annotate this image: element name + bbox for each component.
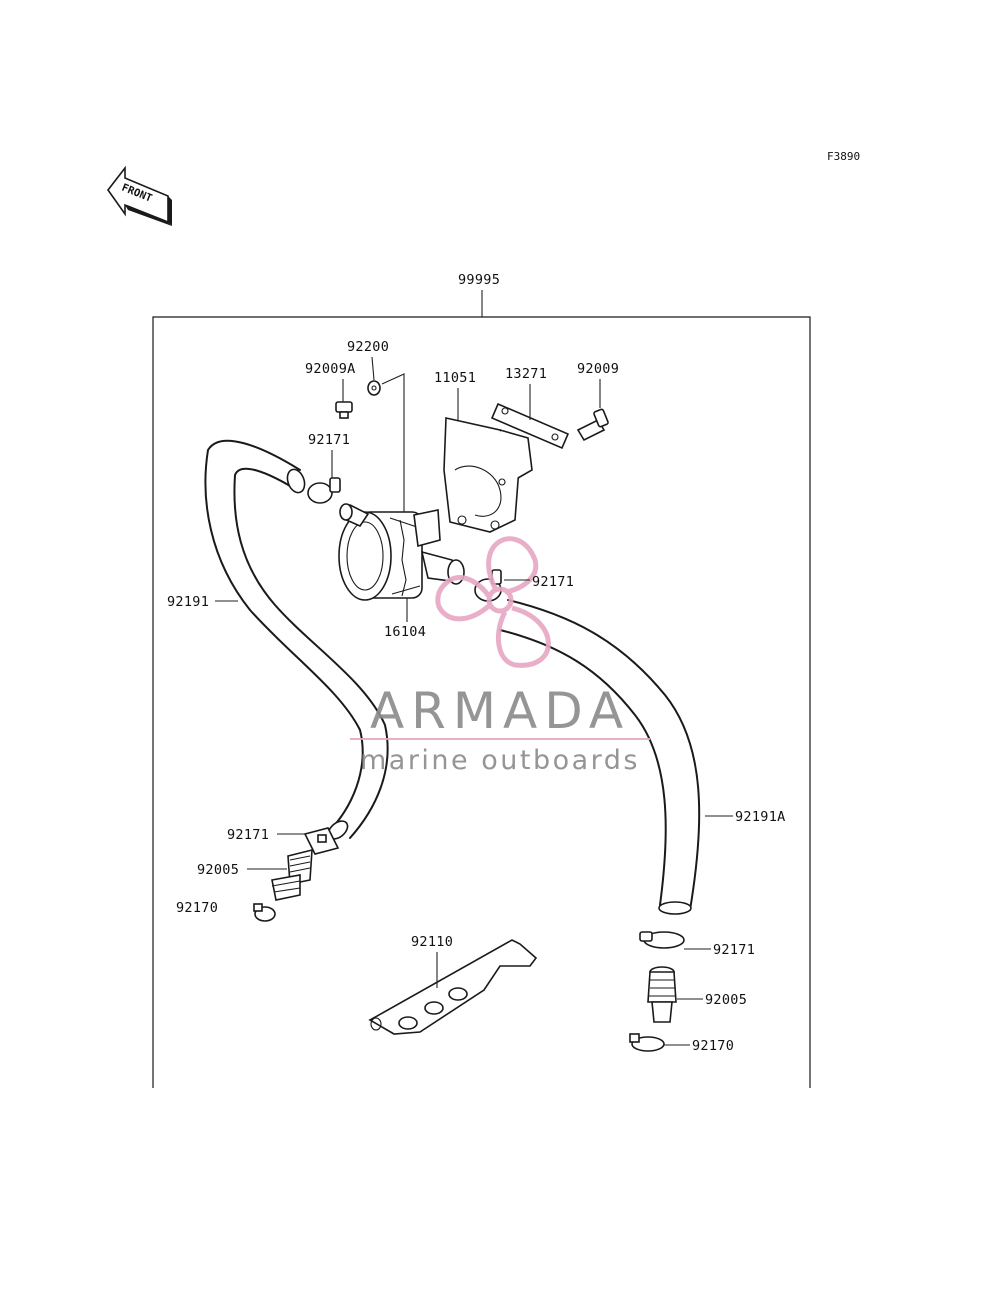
front-arrow-icon: FRONT [107,165,172,226]
label-valve: 16104 [384,624,426,640]
plate [490,402,570,450]
label-bracket: 11051 [434,370,476,386]
bracket [443,417,533,533]
figure-code: F3890 [827,150,860,163]
clamp-upper-left [307,477,341,504]
stay [368,939,538,1035]
label-clamp-small-left: 92170 [176,900,218,916]
washer-92200 [367,380,381,396]
label-clamp-lower-left: 92171 [227,827,269,843]
watermark-brand: ARMADA [370,682,630,740]
label-kit: 99995 [458,272,500,288]
label-hose-left: 92191 [167,594,209,610]
watermark: ARMADA marine outboards [350,536,650,776]
hose-left [204,439,389,840]
label-clamp-small-right: 92170 [692,1038,734,1054]
bolt-92009 [576,408,609,442]
label-hose-right: 92191A [735,809,786,825]
clamp-lower-right [639,931,685,949]
kit-frame [152,316,811,1088]
label-clamp-upper-right: 92171 [532,574,574,590]
label-plate: 13271 [505,366,547,382]
fitting-left [271,848,313,901]
label-clamp-lower-right: 92171 [713,942,755,958]
valve [338,503,465,601]
label-stay: 92110 [411,934,453,950]
label-washer: 92200 [347,339,389,355]
label-fitting-right: 92005 [705,992,747,1008]
clamp-small-right [629,1033,665,1052]
label-bolt-a: 92009A [305,361,356,377]
label-clamp-upper-left: 92171 [308,432,350,448]
bolt-92009A [335,401,353,419]
label-fitting-left: 92005 [197,862,239,878]
watermark-tagline: marine outboards [360,745,640,776]
label-bolt: 92009 [577,361,619,377]
propeller-icon [435,536,551,668]
hose-right [499,599,701,915]
fitting-right [647,966,677,1023]
clamp-lower-left [303,827,340,855]
clamp-small-left [253,903,276,922]
